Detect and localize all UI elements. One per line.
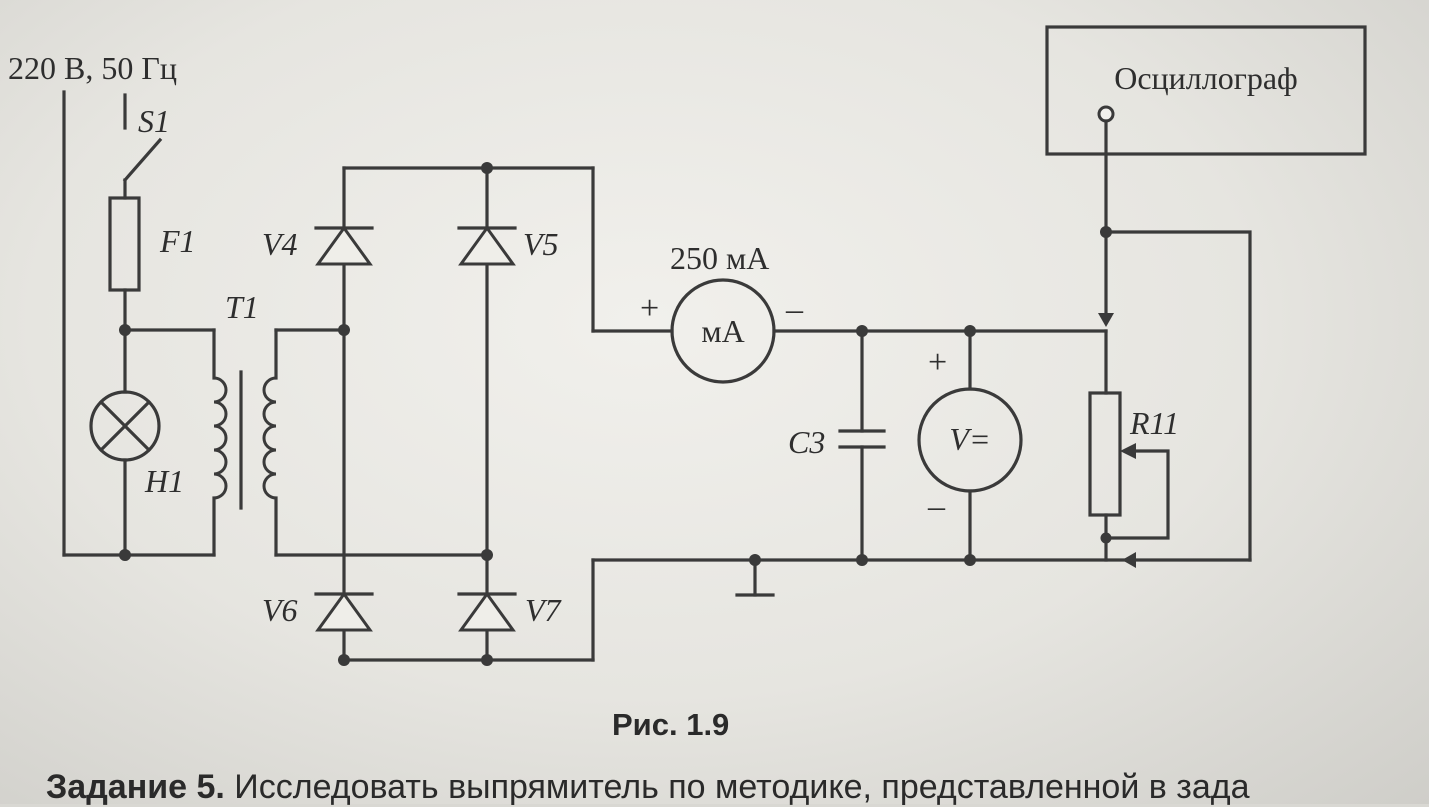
junction-node (338, 654, 350, 666)
milliammeter-plus-sign: + (640, 290, 659, 327)
diode-bridge (314, 162, 595, 666)
capacitor-c3-label: C3 (788, 424, 825, 460)
capacitor-c3 (838, 325, 886, 566)
supply-circuit (62, 90, 216, 561)
junction-node (119, 324, 131, 336)
diode-v6-label: V6 (262, 592, 298, 628)
oscilloscope (1045, 25, 1367, 562)
milliammeter-rating-label: 250 мА (670, 240, 769, 276)
diode-v7 (457, 591, 517, 632)
voltmeter-symbol: V= (949, 421, 990, 457)
junction-node (119, 549, 131, 561)
voltmeter (917, 325, 1023, 566)
diode-v5-label: V5 (523, 226, 559, 262)
task-text: Исследовать выпрямитель по методике, пре… (224, 768, 1250, 806)
diode-v6 (314, 591, 374, 632)
task-paragraph: Задание 5. Исследовать выпрямитель по ме… (46, 768, 1250, 807)
resistor-r11 (1088, 313, 1170, 568)
oscilloscope-label: Осциллограф (1114, 60, 1298, 96)
junction-node (338, 324, 350, 336)
ground-symbol (735, 554, 775, 597)
output-circuit (591, 25, 1367, 662)
milliammeter-minus-sign: – (785, 291, 804, 328)
diode-v4-label: V4 (262, 226, 298, 262)
lamp-h1 (89, 390, 161, 462)
transformer-t1-label: T1 (225, 289, 259, 325)
lamp-h1-label: H1 (144, 463, 184, 499)
diode-v7-label: V7 (525, 592, 563, 628)
diode-v4 (314, 225, 374, 266)
fuse-f1-label: F1 (159, 223, 196, 259)
milliammeter-symbol: мА (701, 313, 744, 349)
junction-node (481, 549, 493, 561)
junction-node (481, 654, 493, 666)
resistor-r11-label: R11 (1129, 405, 1179, 441)
fuse-f1 (108, 196, 141, 292)
transformer-t1 (212, 328, 489, 557)
supply-label: 220 В, 50 Гц (8, 50, 177, 86)
switch-s1-label: S1 (138, 103, 170, 139)
junction-node (481, 162, 493, 174)
task-label: Задание 5. (46, 768, 225, 806)
figure-caption: Рис. 1.9 (612, 707, 730, 742)
switch-s1-blade (122, 137, 163, 183)
diode-v5 (457, 225, 517, 266)
voltmeter-plus-sign: + (928, 344, 947, 381)
voltmeter-minus-sign: – (927, 488, 946, 525)
